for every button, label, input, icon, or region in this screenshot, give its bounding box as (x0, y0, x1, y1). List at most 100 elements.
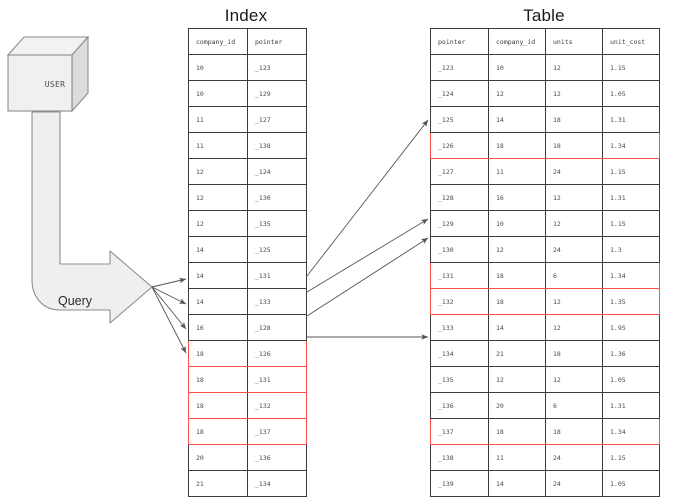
table-cell-company_id: 14 (488, 106, 546, 133)
index-cell-company_id: 10 (188, 80, 248, 107)
table-cell-company_id: 12 (488, 236, 546, 263)
table-cell-company_id: 10 (488, 54, 546, 81)
table-cell-units: 12 (545, 54, 603, 81)
index-row: 16_128 (188, 314, 307, 341)
index-cell-pointer: _137 (247, 418, 307, 445)
table-title: Table (523, 6, 565, 25)
table-cell-units: 24 (545, 444, 603, 471)
table-cell-unit_cost: 1.15 (602, 158, 660, 185)
index-cell-pointer: _130 (247, 184, 307, 211)
query-to-index-connectors (151, 277, 187, 354)
index-cell-pointer: _126 (247, 340, 307, 367)
index-cell-company_id: 14 (188, 262, 248, 289)
index-cell-pointer: _131 (247, 366, 307, 393)
index-row: 18_132 (188, 392, 307, 419)
table-cell-pointer: _125 (430, 106, 489, 133)
table-column-header: unit_cost (602, 28, 660, 55)
index-cell-company_id: 14 (188, 236, 248, 263)
table-cell-units: 18 (545, 418, 603, 445)
table-cell-pointer: _128 (430, 184, 489, 211)
index-row: 18_131 (188, 366, 307, 393)
table-cell-unit_cost: 1.31 (602, 392, 660, 419)
table-cell-unit_cost: 1.34 (602, 132, 660, 159)
table-cell-company_id: 18 (488, 418, 546, 445)
index-row: 12_135 (188, 210, 307, 237)
table-cell-pointer: _134 (430, 340, 489, 367)
index-cell-company_id: 16 (188, 314, 248, 341)
table-cell-units: 18 (545, 132, 603, 159)
table-column-header: company_id (488, 28, 546, 55)
table-cell-units: 18 (545, 340, 603, 367)
index-cell-company_id: 18 (188, 340, 248, 367)
table-cell-company_id: 18 (488, 262, 546, 289)
table-cell-units: 12 (545, 80, 603, 107)
index-row: 11_138 (188, 132, 307, 159)
index-cell-pointer: _124 (247, 158, 307, 185)
index-row: 12_130 (188, 184, 307, 211)
index-row: 14_125 (188, 236, 307, 263)
table-cell-pointer: _129 (430, 210, 489, 237)
table-cell-units: 24 (545, 236, 603, 263)
table-cell-company_id: 12 (488, 366, 546, 393)
table-cell-company_id: 14 (488, 314, 546, 341)
table-cell-unit_cost: 1.05 (602, 470, 660, 497)
table-cell-unit_cost: 1.36 (602, 340, 660, 367)
index-cell-company_id: 12 (188, 184, 248, 211)
index-cell-pointer: _133 (247, 288, 307, 315)
table-cell-pointer: _132 (430, 288, 489, 315)
table-cell-company_id: 14 (488, 470, 546, 497)
index-row: 21_134 (188, 470, 307, 497)
table-column-header: pointer (430, 28, 489, 55)
index-column-header: company_id (188, 28, 248, 55)
index-row: 10_129 (188, 80, 307, 107)
index-cell-pointer: _125 (247, 236, 307, 263)
table-cell-unit_cost: 1.95 (602, 314, 660, 341)
table-cell-pointer: _123 (430, 54, 489, 81)
index-row: 12_124 (188, 158, 307, 185)
table-cell-unit_cost: 1.34 (602, 418, 660, 445)
table-cell-units: 12 (545, 210, 603, 237)
table-cell-units: 24 (545, 470, 603, 497)
index-title: Index (224, 6, 268, 25)
table-cell-unit_cost: 1.15 (602, 444, 660, 471)
index-cell-pointer: _127 (247, 106, 307, 133)
index-row: 14_133 (188, 288, 307, 315)
table-cell-units: 12 (545, 184, 603, 211)
table-cell-units: 6 (545, 392, 603, 419)
table-cell-pointer: _137 (430, 418, 489, 445)
table-cell-company_id: 11 (488, 158, 546, 185)
index-cell-company_id: 14 (188, 288, 248, 315)
table-cell-units: 24 (545, 158, 603, 185)
table-cell-pointer: _130 (430, 236, 489, 263)
table-cell-unit_cost: 1.05 (602, 80, 660, 107)
index-row: 10_123 (188, 54, 307, 81)
table-cell-unit_cost: 1.31 (602, 184, 660, 211)
index-to-table-connectors (306, 119, 429, 340)
table-cell-units: 6 (545, 262, 603, 289)
table-cell-units: 12 (545, 288, 603, 315)
index-cell-company_id: 21 (188, 470, 248, 497)
table-cell-unit_cost: 1.05 (602, 366, 660, 393)
table-cell-company_id: 16 (488, 184, 546, 211)
index-cell-pointer: _134 (247, 470, 307, 497)
index-cell-company_id: 20 (188, 444, 248, 471)
table-cell-pointer: _138 (430, 444, 489, 471)
table-cell-unit_cost: 1.31 (602, 106, 660, 133)
table-cell-company_id: 10 (488, 210, 546, 237)
